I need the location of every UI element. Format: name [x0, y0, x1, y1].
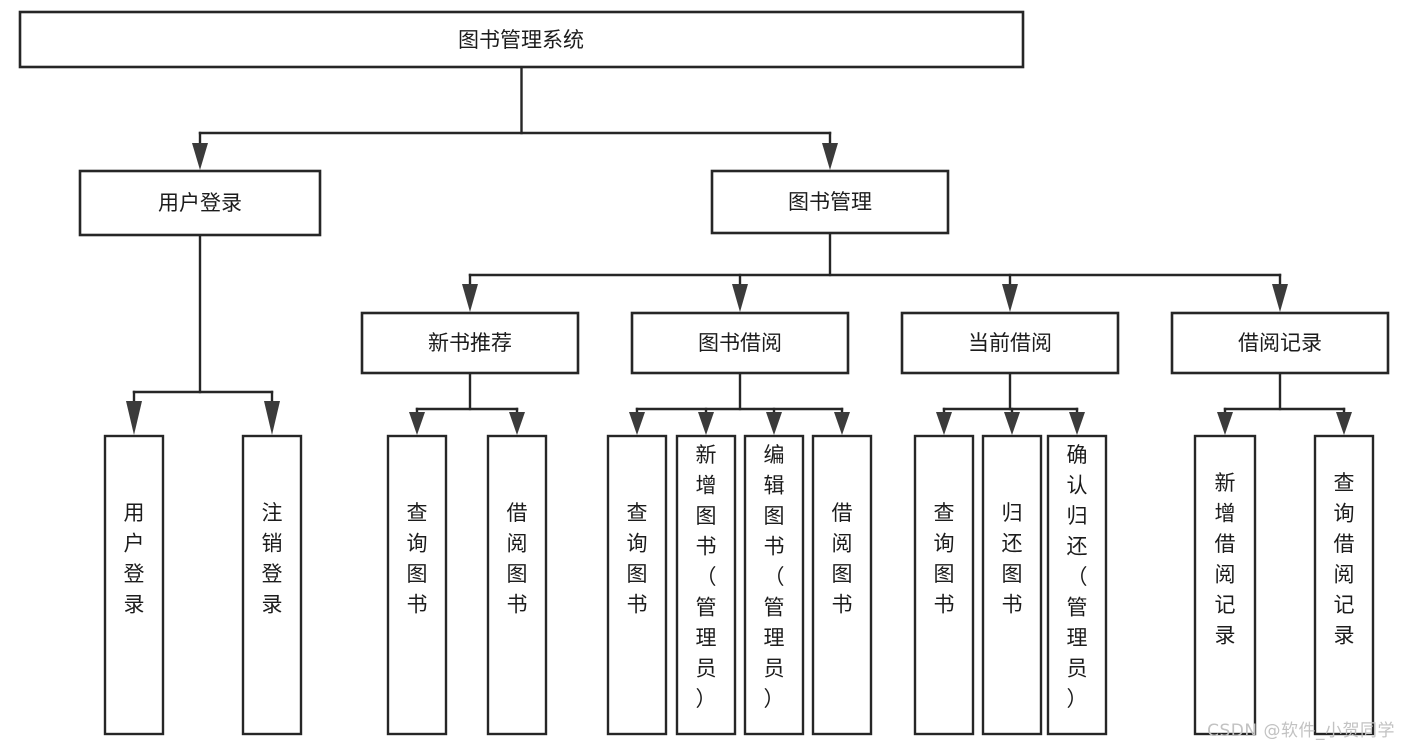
leaf-logout-label: 注销登录 — [262, 501, 283, 617]
leaf-query-book-2[interactable]: 查询图书 — [606, 434, 668, 736]
leaf-borrow-book-1[interactable]: 借阅图书 — [486, 434, 548, 736]
node-user-login[interactable]: 用户登录 — [78, 169, 322, 237]
leaf-query-book-3[interactable]: 查询图书 — [913, 434, 975, 736]
node-borrow-record-label: 借阅记录 — [1238, 331, 1322, 355]
node-book-manage-box[interactable] — [710, 169, 950, 235]
arrow-leaf-add-book-icon — [698, 412, 714, 435]
node-book-borrow[interactable]: 图书借阅 — [630, 311, 850, 375]
leaf-confirm-return[interactable]: 确认归还（管理员） — [1046, 434, 1108, 736]
leaf-add-book-label: 新增图书（管理员） — [696, 443, 717, 711]
arrow-leaf-query-book-3-icon — [936, 412, 952, 435]
node-current-borrow-box[interactable] — [900, 311, 1120, 375]
arrow-leaf-query-record-icon — [1336, 412, 1352, 435]
leaf-confirm-return-box[interactable] — [1046, 434, 1108, 736]
leaf-query-book-1[interactable]: 查询图书 — [386, 434, 448, 736]
arrow-to-borrow-record-icon — [1272, 284, 1288, 312]
arrow-to-current-borrow-icon — [1002, 284, 1018, 312]
node-current-borrow-label: 当前借阅 — [968, 331, 1052, 355]
leaf-query-book-1-box[interactable] — [386, 434, 448, 736]
leaf-user-login-box[interactable] — [103, 434, 165, 736]
leaf-query-record-label: 查询借阅记录 — [1334, 471, 1355, 648]
leaf-query-book-3-label: 查询图书 — [934, 501, 955, 617]
node-book-manage[interactable]: 图书管理 — [710, 169, 950, 235]
leaf-query-book-2-label: 查询图书 — [627, 501, 648, 617]
csdn-watermark: CSDN @软件_小贺同学 — [1207, 721, 1395, 741]
arrow-to-book-manage-icon — [822, 143, 838, 170]
arrow-to-user-login-icon — [192, 143, 208, 170]
arrow-leaf-user-login-icon — [126, 401, 142, 435]
leaf-return-book-label: 归还图书 — [1002, 501, 1023, 617]
arrow-leaf-return-book-icon — [1004, 412, 1020, 435]
leaf-add-record-label: 新增借阅记录 — [1215, 471, 1236, 648]
leaf-query-book-2-box[interactable] — [606, 434, 668, 736]
arrow-to-book-borrow-icon — [732, 284, 748, 312]
node-new-book-rec-label: 新书推荐 — [428, 331, 512, 355]
node-new-book-rec-box[interactable] — [360, 311, 580, 375]
leaf-user-login[interactable]: 用户登录 — [103, 434, 165, 736]
node-root[interactable]: 图书管理系统 — [18, 10, 1025, 69]
node-user-login-box[interactable] — [78, 169, 322, 237]
leaf-borrow-book-2-box[interactable] — [811, 434, 873, 736]
leaf-borrow-book-1-box[interactable] — [486, 434, 548, 736]
leaf-logout[interactable]: 注销登录 — [241, 434, 303, 736]
arrow-leaf-edit-book-icon — [766, 412, 782, 435]
leaf-query-book-1-label: 查询图书 — [407, 501, 428, 617]
node-current-borrow[interactable]: 当前借阅 — [900, 311, 1120, 375]
leaf-query-record[interactable]: 查询借阅记录 — [1313, 434, 1375, 736]
arrow-leaf-borrow-book-2-icon — [834, 412, 850, 435]
arrow-leaf-logout-icon — [264, 401, 280, 435]
leaf-edit-book-label: 编辑图书（管理员） — [764, 443, 785, 711]
leaf-return-book[interactable]: 归还图书 — [981, 434, 1043, 736]
node-book-manage-label: 图书管理 — [788, 190, 872, 214]
leaf-borrow-book-2-label: 借阅图书 — [832, 501, 853, 617]
node-root-box[interactable] — [18, 10, 1025, 69]
node-borrow-record[interactable]: 借阅记录 — [1170, 311, 1390, 375]
leaf-add-record-box[interactable] — [1193, 434, 1257, 736]
arrow-leaf-query-book-1-icon — [409, 412, 425, 435]
node-book-borrow-label: 图书借阅 — [698, 331, 782, 355]
leaf-borrow-book-1-label: 借阅图书 — [507, 501, 528, 617]
leaf-add-book[interactable]: 新增图书（管理员） — [675, 434, 737, 736]
leaf-query-record-box[interactable] — [1313, 434, 1375, 736]
node-book-borrow-box[interactable] — [630, 311, 850, 375]
leaf-add-record[interactable]: 新增借阅记录 — [1193, 434, 1257, 736]
connector-layer — [126, 65, 1352, 435]
node-new-book-rec[interactable]: 新书推荐 — [360, 311, 580, 375]
leaf-edit-book[interactable]: 编辑图书（管理员） — [743, 434, 805, 736]
arrow-leaf-add-record-icon — [1217, 412, 1233, 435]
leaf-logout-box[interactable] — [241, 434, 303, 736]
arrow-leaf-query-book-2-icon — [629, 412, 645, 435]
leaf-user-login-label: 用户登录 — [124, 501, 145, 617]
node-user-login-label: 用户登录 — [158, 191, 242, 215]
leaf-borrow-book-2[interactable]: 借阅图书 — [811, 434, 873, 736]
leaf-confirm-return-label: 确认归还（管理员） — [1067, 443, 1088, 711]
leaf-query-book-3-box[interactable] — [913, 434, 975, 736]
leaf-edit-book-box[interactable] — [743, 434, 805, 736]
node-root-label: 图书管理系统 — [458, 28, 584, 52]
arrow-to-new-book-rec-icon — [462, 284, 478, 312]
node-borrow-record-box[interactable] — [1170, 311, 1390, 375]
leaf-return-book-box[interactable] — [981, 434, 1043, 736]
arrow-leaf-borrow-book-1-icon — [509, 412, 525, 435]
arrow-leaf-confirm-return-icon — [1069, 412, 1085, 435]
leaf-add-book-box[interactable] — [675, 434, 737, 736]
